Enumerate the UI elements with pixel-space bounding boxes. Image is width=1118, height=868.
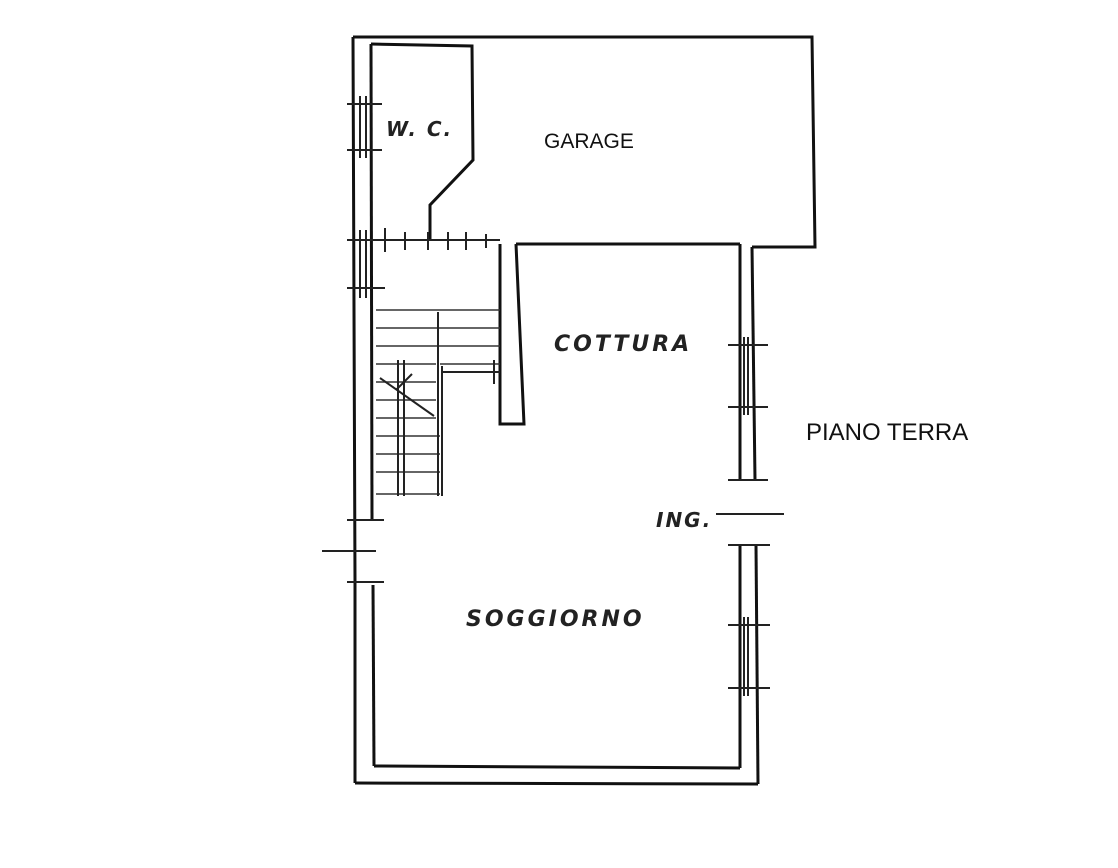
staircase <box>376 309 500 496</box>
floor-title: PIANO TERRA <box>806 419 968 446</box>
wc-walls <box>370 42 475 240</box>
right-wall-markers <box>716 337 784 696</box>
left-wall-markers <box>322 96 500 583</box>
partition-wall <box>498 243 526 426</box>
ingresso-label: ING. <box>656 508 712 532</box>
right-exterior-wall <box>738 244 760 785</box>
cottura-label: COTTURA <box>554 332 692 357</box>
bottom-wall <box>354 764 759 786</box>
left-exterior-wall <box>351 36 376 783</box>
wc-label: W. C. <box>386 117 453 141</box>
garage-label: GARAGE <box>544 130 634 153</box>
soggiorno-label: SOGGIORNO <box>466 607 645 632</box>
garage-walls <box>353 35 817 249</box>
